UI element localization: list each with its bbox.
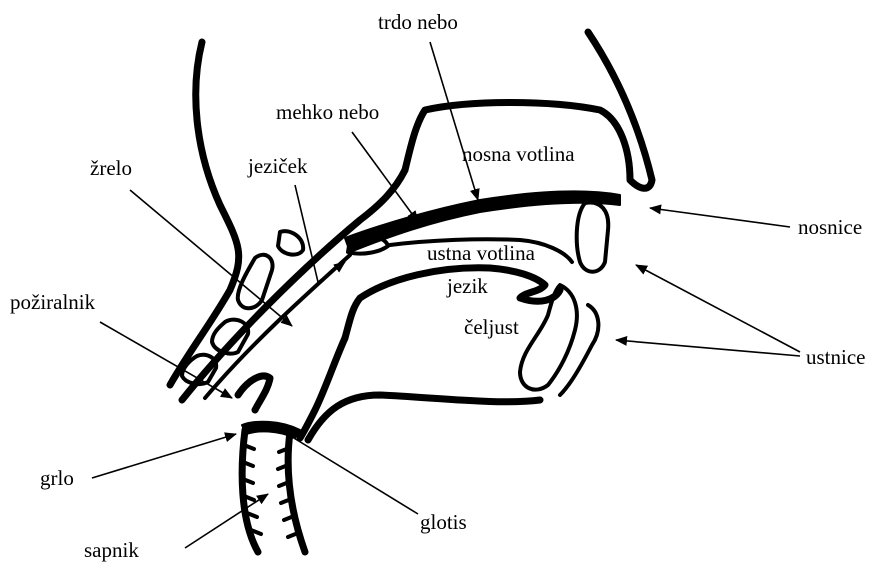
label-jezicek: jeziček: [248, 156, 307, 177]
label-trdo-nebo: trdo nebo: [378, 12, 458, 33]
label-mehko-nebo: mehko nebo: [276, 102, 379, 123]
label-jezik: jezik: [447, 276, 488, 297]
lower-lip: [560, 305, 598, 395]
label-nosnice: nosnice: [798, 217, 862, 238]
vertebrae: [182, 231, 303, 384]
pharynx-wall: [182, 170, 405, 400]
label-grlo: grlo: [40, 468, 74, 489]
label-celjust: čeljust: [464, 317, 519, 338]
label-nosna-votlina: nosna votlina: [462, 144, 575, 165]
upper-lip: [577, 202, 609, 271]
chin-line: [308, 395, 540, 440]
epiglottis: [238, 376, 270, 410]
label-glotis: glotis: [420, 512, 467, 533]
label-ustna-votlina: ustna votlina: [427, 243, 535, 264]
label-ustnice: ustnice: [806, 347, 865, 368]
label-zrelo: žrelo: [90, 158, 132, 179]
neck-outline: [170, 42, 239, 385]
label-sapnik: sapnik: [84, 540, 139, 561]
label-poziralnik: požiralnik: [10, 292, 95, 313]
